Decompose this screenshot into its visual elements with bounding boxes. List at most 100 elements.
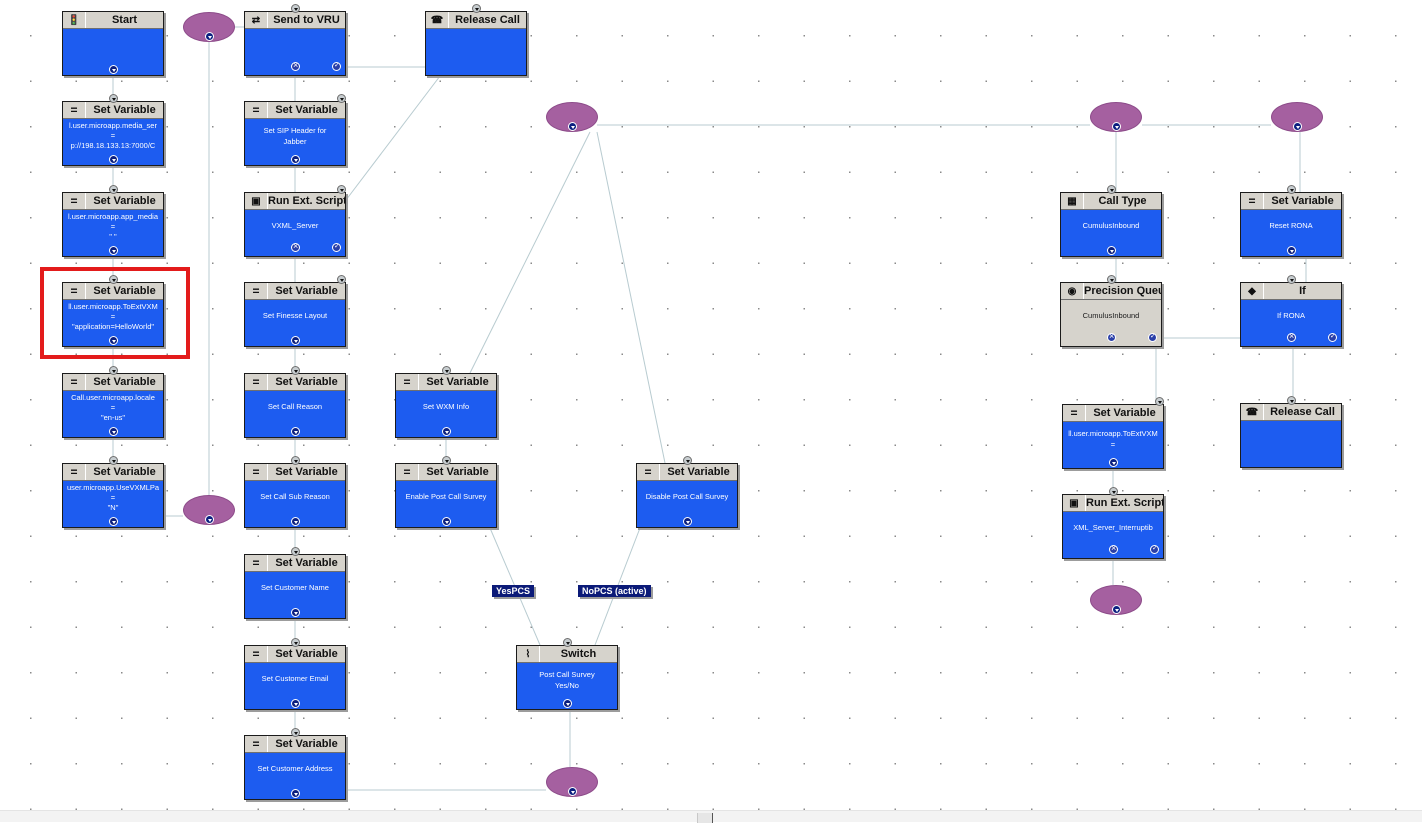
output-port-icon[interactable] — [291, 155, 300, 164]
input-port-icon[interactable] — [1107, 185, 1116, 194]
output-port-icon[interactable] — [205, 32, 214, 41]
connector-node[interactable] — [1090, 585, 1142, 615]
connector-node[interactable] — [546, 102, 598, 132]
failure-port-icon[interactable] — [291, 60, 300, 71]
input-port-icon[interactable] — [1155, 397, 1164, 406]
output-port-icon[interactable] — [291, 789, 300, 798]
output-port-icon[interactable] — [1293, 122, 1302, 131]
input-port-icon[interactable] — [683, 456, 692, 465]
output-port-icon[interactable] — [291, 336, 300, 345]
input-port-icon[interactable] — [1287, 396, 1296, 405]
horizontal-scrollbar[interactable] — [0, 810, 1422, 823]
input-port-icon[interactable] — [337, 185, 346, 194]
connector-node[interactable] — [183, 12, 235, 42]
output-port-icon[interactable] — [1112, 122, 1121, 131]
scrollbar-thumb[interactable] — [697, 813, 713, 823]
input-port-icon[interactable] — [291, 366, 300, 375]
failure-port-icon[interactable] — [1287, 331, 1296, 342]
success-port-icon[interactable] — [332, 61, 341, 71]
output-port-icon[interactable] — [109, 336, 118, 345]
output-port-icon[interactable] — [1107, 246, 1116, 255]
output-port-icon[interactable] — [291, 427, 300, 436]
connector-node[interactable] — [1090, 102, 1142, 132]
output-port-icon[interactable] — [291, 608, 300, 617]
output-port-icon[interactable] — [563, 699, 572, 708]
output-port-icon[interactable] — [568, 122, 577, 131]
branch-label-yes[interactable]: YesPCS — [492, 585, 535, 597]
output-port-icon[interactable] — [442, 427, 451, 436]
input-port-icon[interactable] — [442, 366, 451, 375]
success-port-icon[interactable] — [1328, 332, 1337, 342]
output-port-icon[interactable] — [109, 517, 118, 526]
input-port-icon[interactable] — [291, 456, 300, 465]
success-port-icon[interactable] — [332, 242, 341, 252]
input-port-icon[interactable] — [472, 4, 481, 13]
input-port-icon[interactable] — [337, 275, 346, 284]
failure-port-icon[interactable] — [1107, 331, 1116, 342]
input-port-icon[interactable] — [291, 638, 300, 647]
connector-node[interactable] — [546, 767, 598, 797]
output-port-icon[interactable] — [1112, 605, 1121, 614]
input-port-icon[interactable] — [1109, 487, 1118, 496]
precision-queue-node[interactable]: ◉Precision QueueCumulusInbound — [1060, 275, 1162, 347]
connector-node[interactable] — [183, 495, 235, 525]
input-port-icon[interactable] — [291, 4, 300, 13]
output-port-icon[interactable] — [109, 155, 118, 164]
input-port-icon[interactable] — [109, 185, 118, 194]
output-port-icon[interactable] — [1109, 458, 1118, 467]
input-port-icon[interactable] — [109, 275, 118, 284]
output-port-icon[interactable] — [205, 515, 214, 524]
output-port-icon[interactable] — [683, 517, 692, 526]
release-call-node[interactable]: ☎Release Call — [425, 4, 527, 76]
branch-label-no[interactable]: NoPCS (active) — [578, 585, 651, 597]
connector-node[interactable] — [1271, 102, 1323, 132]
input-port-icon[interactable] — [109, 456, 118, 465]
input-port-icon[interactable] — [109, 366, 118, 375]
start-node[interactable]: 🚦Start — [62, 11, 164, 76]
input-port-icon[interactable] — [291, 547, 300, 556]
output-port-icon[interactable] — [291, 517, 300, 526]
input-port-icon[interactable] — [109, 94, 118, 103]
input-port-icon[interactable] — [442, 456, 451, 465]
output-port-icon[interactable] — [568, 787, 577, 796]
failure-port-icon[interactable] — [291, 241, 300, 252]
output-port-icon[interactable] — [442, 517, 451, 526]
output-port-icon[interactable] — [109, 65, 118, 74]
release-call-node[interactable]: ☎Release Call — [1240, 396, 1342, 468]
output-port-icon[interactable] — [1287, 246, 1296, 255]
send-to-vru-node[interactable]: ⇄Send to VRU — [244, 4, 346, 76]
input-port-icon[interactable] — [563, 638, 572, 647]
output-port-icon[interactable] — [109, 246, 118, 255]
input-port-icon[interactable] — [1287, 185, 1296, 194]
input-port-icon[interactable] — [337, 94, 346, 103]
success-port-icon[interactable] — [1150, 544, 1159, 554]
input-port-icon[interactable] — [1107, 275, 1116, 284]
output-port-icon[interactable] — [291, 699, 300, 708]
output-port-icon[interactable] — [109, 427, 118, 436]
input-port-icon[interactable] — [1287, 275, 1296, 284]
success-port-icon[interactable] — [1148, 332, 1157, 342]
failure-port-icon[interactable] — [1109, 543, 1118, 554]
